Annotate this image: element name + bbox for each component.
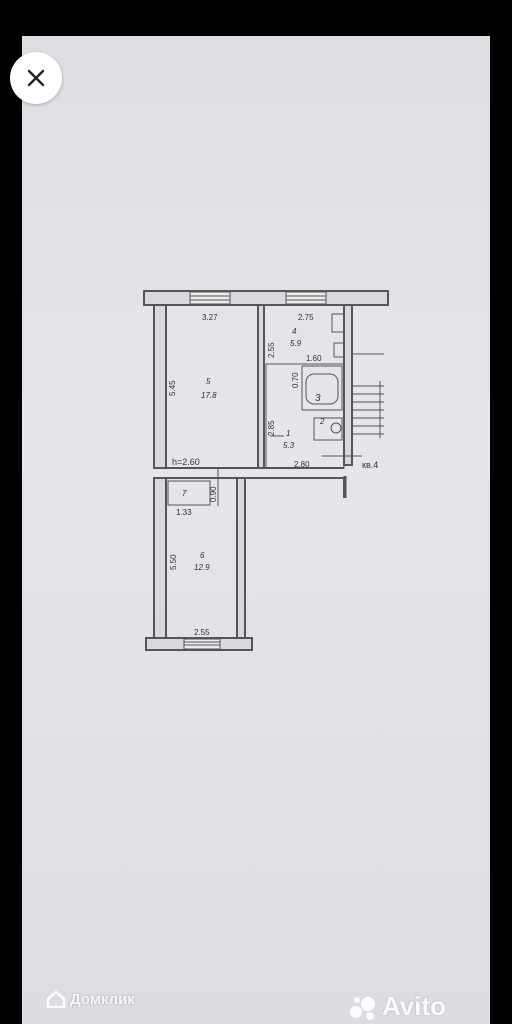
avito-watermark-text: Avito: [381, 991, 446, 1021]
dim-closet-height: 0.90: [209, 486, 218, 502]
domclick-watermark-text: Домклик: [70, 990, 135, 1008]
floor-plan: 3.27 2.75 5.45 2.55 1.60 0.70 2.85 2.80 …: [143, 290, 389, 651]
walls: [143, 290, 389, 651]
room-6-number: 6: [200, 551, 205, 560]
domclick-logo-icon: [46, 990, 66, 1008]
bathroom-fixtures: [265, 313, 384, 469]
dim-bath-width: 1.60: [306, 354, 322, 363]
avito-watermark: Avito: [348, 991, 446, 1022]
stairs: [322, 381, 384, 498]
dim-bath-height: 0.70: [291, 372, 300, 388]
unit-label: кв.4: [362, 460, 378, 470]
room-2-number: 2: [319, 417, 325, 426]
room-3-number: 3: [315, 393, 321, 404]
room-labels: 5 17.8 4 5.9 3 2 1 5.3 7 6 12.9: [182, 327, 325, 572]
dim-hall-width: 2.80: [294, 460, 310, 469]
dim-room5-height: 5.45: [168, 380, 177, 396]
room-6-area: 12.9: [194, 563, 210, 572]
dim-room6-width: 2.55: [194, 628, 210, 637]
dim-room5-width: 3.27: [202, 313, 218, 322]
closet-box: [167, 480, 211, 506]
dim-room4-height: 2.55: [267, 342, 276, 358]
dim-closet-width: 1.33: [176, 508, 192, 517]
dim-hall-height: 2.85: [267, 420, 276, 436]
close-button[interactable]: [10, 52, 62, 104]
room-5-area: 17.8: [201, 391, 217, 400]
photo-viewer: 3.27 2.75 5.45 2.55 1.60 0.70 2.85 2.80 …: [22, 36, 490, 1024]
room-5-number: 5: [206, 377, 211, 386]
windows: [183, 291, 327, 650]
domclick-watermark: Домклик: [46, 990, 135, 1008]
dimension-labels: 3.27 2.75 5.45 2.55 1.60 0.70 2.85 2.80 …: [168, 313, 378, 637]
room-4-number: 4: [292, 327, 297, 336]
room-7-number: 7: [182, 489, 187, 498]
room-1-area: 5.3: [283, 441, 295, 450]
room-1-number: 1: [286, 429, 290, 438]
room-4-area: 5.9: [290, 339, 302, 348]
dim-room6-height: 5.50: [169, 554, 178, 570]
dim-ceiling-height: h=2.60: [172, 457, 200, 467]
dim-room4-width: 2.75: [298, 313, 314, 322]
avito-logo-icon: [349, 996, 375, 1020]
close-icon: [27, 69, 45, 87]
